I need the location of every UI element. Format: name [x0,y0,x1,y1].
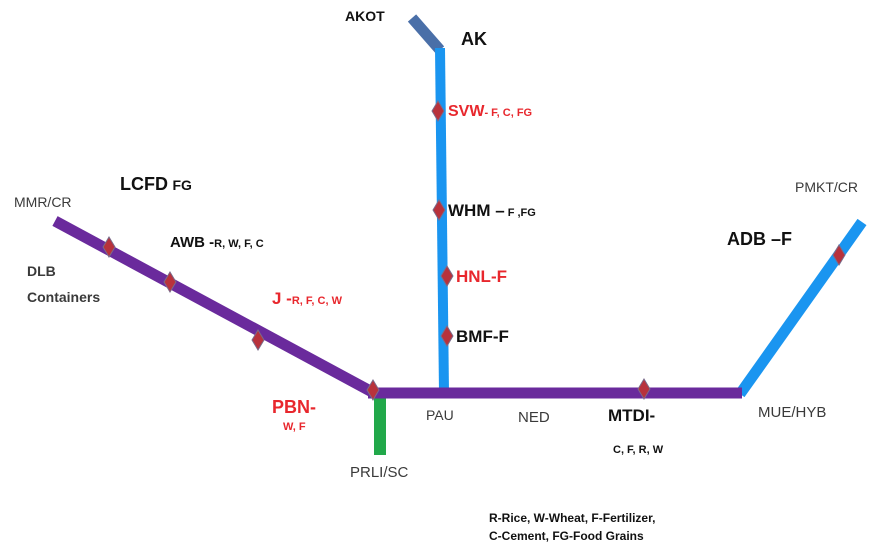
awb-goods: R, W, F, C [214,238,264,250]
label-dlb: DLB [27,263,56,279]
label-pau: PAU [426,407,454,423]
label-mtdi: MTDI- [608,406,656,425]
label-containers: Containers [27,289,101,305]
lcfd-goods: FG [172,177,192,193]
label-svw: SVW- F, C, FG [448,104,532,120]
label-prli: PRLI/SC [350,464,409,481]
marker-j [251,329,265,351]
akot-spur-line [407,14,445,54]
label-hnl: HNL-F [456,267,507,286]
label-pmkt: PMKT/CR [795,179,858,195]
label-bmf: BMF-F [456,327,509,346]
label-ak: AK [461,29,487,49]
svw-name: SVW [448,103,485,120]
label-awb: AWB -R, W, F, C [170,235,264,251]
label-pbn-goods: W, F [283,421,306,433]
marker-adb [832,244,846,266]
marker-bmf [440,325,454,347]
svw-goods: - F, C, FG [484,107,533,119]
label-akot: AKOT [345,8,385,24]
station-markers [102,100,846,401]
whm-goods: F ,FG [504,207,536,219]
commodity-legend: R-Rice, W-Wheat, F-Fertilizer, C-Cement,… [489,509,655,545]
label-pbn: PBN- [272,397,316,417]
marker-svw [431,100,445,122]
label-lcfd: LCFD FG [120,175,192,194]
whm-name: WHM – [448,201,505,220]
awb-name: AWB - [170,234,215,251]
marker-awb [102,236,116,258]
label-mtdi-goods: C, F, R, W [613,444,664,456]
ak-pau-line [435,47,449,394]
label-whm: WHM – F ,FG [448,202,536,220]
label-ned: NED [518,409,550,426]
marker-pbn [366,379,380,401]
j-goods: R, F, C, W [291,295,342,307]
label-mmr: MMR/CR [14,194,72,210]
marker-hnl [440,265,454,287]
j-name: J - [272,289,292,308]
label-j: J -R, F, C, W [272,290,342,308]
legend-line-1: R-Rice, W-Wheat, F-Fertilizer, [489,511,656,525]
marker-whm [432,199,446,221]
marker-mtdi [637,378,651,400]
legend-line-2: C-Cement, FG-Food Grains [489,529,644,543]
label-mue: MUE/HYB [758,404,827,421]
marker-dlb [163,271,177,293]
label-adb: ADB –F [727,229,793,249]
lcfd-name: LCFD [120,174,168,194]
